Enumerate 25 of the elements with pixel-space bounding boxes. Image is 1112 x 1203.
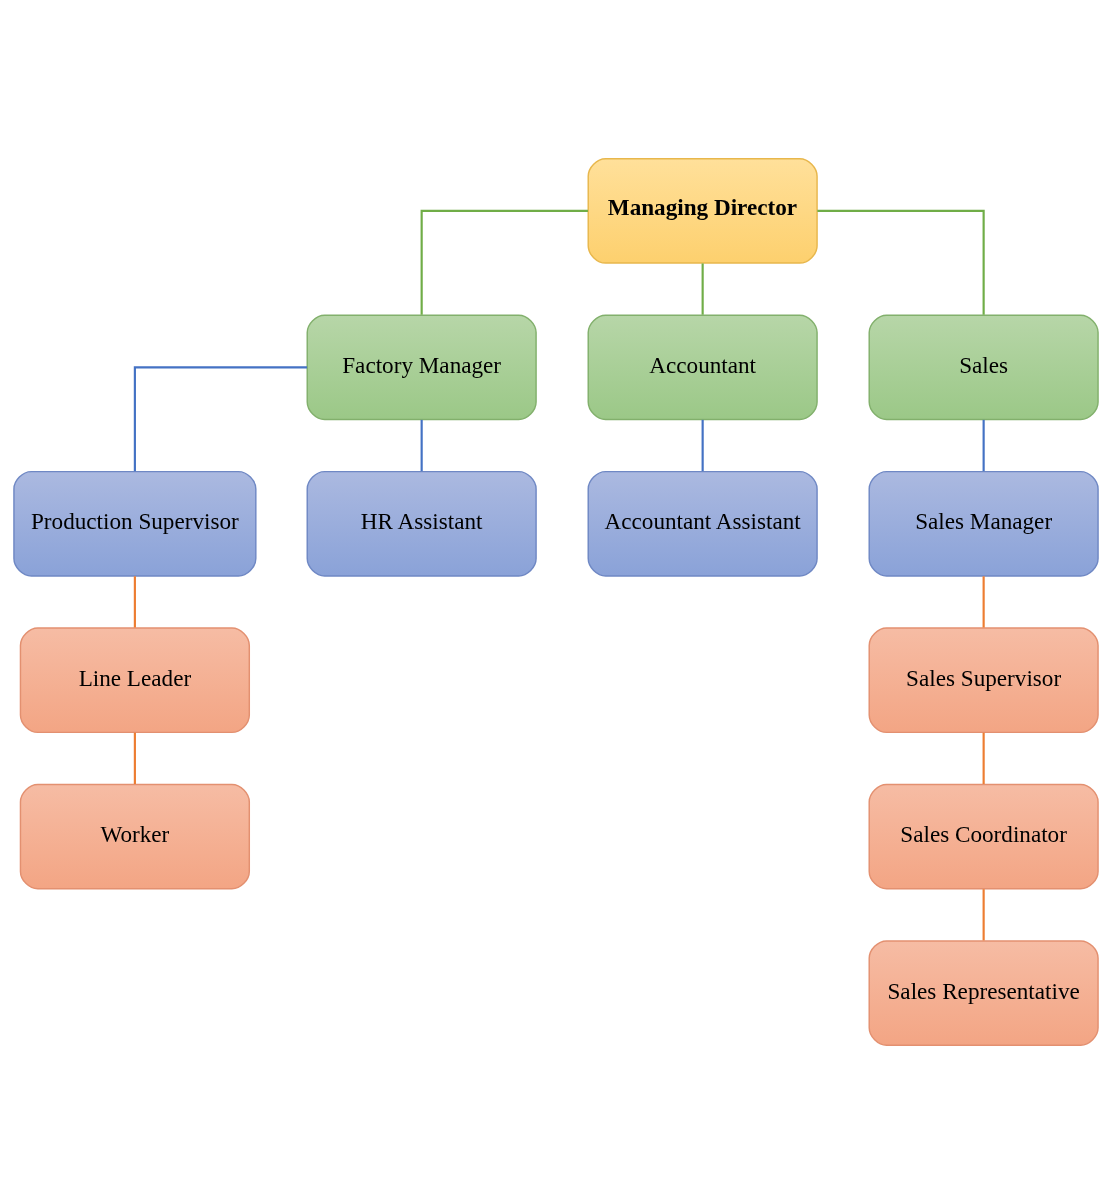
- connector: [701, 419, 704, 471]
- node-box: Sales Coordinator: [868, 783, 1099, 889]
- node-box: Production Supervisor: [13, 470, 257, 577]
- node-box: Accountant: [587, 314, 818, 420]
- connector: [420, 419, 423, 471]
- connector: [701, 262, 704, 315]
- node-box: Factory Manager: [306, 314, 537, 420]
- node-box: Worker: [19, 783, 251, 889]
- node-box: Sales Manager: [868, 470, 1099, 577]
- node-box: Sales Supervisor: [868, 626, 1099, 733]
- node-box: Managing Director: [587, 157, 818, 264]
- connector: [817, 209, 985, 315]
- node-box: HR Assistant: [306, 470, 537, 577]
- node-box: Sales Representative: [868, 939, 1099, 1046]
- node-box: Sales: [868, 314, 1099, 420]
- connector: [982, 888, 985, 940]
- connector: [133, 732, 136, 784]
- connector: [982, 732, 985, 784]
- connector: [133, 575, 136, 628]
- node-box: Line Leader: [19, 626, 251, 733]
- node-box: Accountant Assistant: [587, 470, 818, 577]
- connector: [982, 575, 985, 628]
- connector: [982, 419, 985, 471]
- connector: [133, 365, 308, 471]
- connector: [420, 209, 588, 315]
